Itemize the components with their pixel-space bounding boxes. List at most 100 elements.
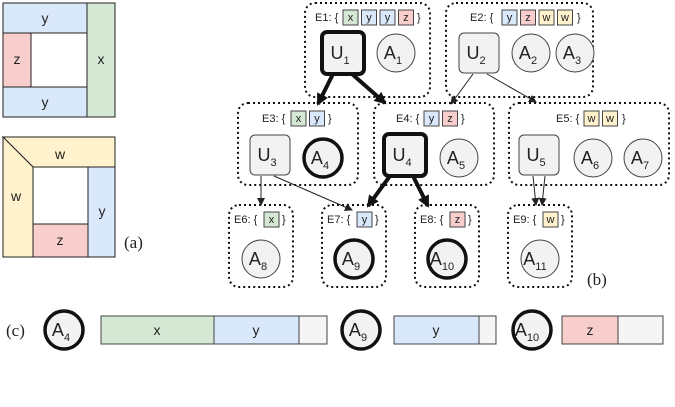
group-e1-title: E1: { xyxy=(315,12,339,24)
memory-cell-x xyxy=(100,315,215,345)
tag-x-chip xyxy=(342,9,359,26)
memory-row-a10-letter: A10 xyxy=(515,320,539,344)
panel-a: y x z y w w y z (a) xyxy=(1,2,143,258)
edge-u2-e4 xyxy=(450,73,474,105)
tag-x-label: x xyxy=(348,12,354,24)
node-a9: A9 xyxy=(333,238,375,280)
tag-x-chip xyxy=(263,211,280,228)
node-a6-circle xyxy=(573,138,613,178)
group-e7-close: } xyxy=(375,214,379,226)
group-e3-close: } xyxy=(328,113,332,125)
node-a10-letter: A10 xyxy=(430,249,454,273)
tag-w-chip xyxy=(583,110,600,127)
tag-y-label: y xyxy=(362,214,368,226)
group-e3-border xyxy=(237,102,359,186)
node-u1: U1 xyxy=(320,30,366,76)
edge-u5-e9-a xyxy=(531,175,540,206)
group-e4-close: } xyxy=(461,113,465,125)
group-e5-border xyxy=(508,102,670,186)
region-top xyxy=(2,2,88,34)
memory-row-a4-letter: A4 xyxy=(52,320,70,344)
node-a8-circle xyxy=(241,239,281,279)
node-a7-letter: A7 xyxy=(631,148,649,172)
node-a2-letter: A2 xyxy=(519,43,537,67)
tag-y-chip xyxy=(379,9,396,26)
memory-cell-empty xyxy=(478,315,497,345)
node-u5: U5 xyxy=(518,134,560,176)
group-e7-border xyxy=(321,204,387,288)
tag-y-chip xyxy=(423,110,440,127)
tag-y-label: y xyxy=(366,12,372,24)
node-a5-letter: A5 xyxy=(447,148,465,172)
region-center xyxy=(32,166,89,225)
node-u4: U4 xyxy=(382,132,428,178)
group-e7: E7: { y } xyxy=(321,204,387,288)
node-u3-box xyxy=(249,134,291,176)
group-e2-title: E2: { xyxy=(470,12,494,24)
group-e5-title: E5: { xyxy=(556,113,580,125)
tag-x-label: x xyxy=(296,113,302,125)
tag-w-label: w xyxy=(542,12,551,24)
node-a9-circle xyxy=(333,238,375,280)
tag-y-label: y xyxy=(507,12,513,24)
tag-w-label: w xyxy=(546,214,555,226)
group-e9-close: } xyxy=(561,214,565,226)
node-a8: A8 xyxy=(241,239,281,279)
tag-x-chip xyxy=(290,110,307,127)
node-a11-circle xyxy=(520,239,560,279)
panel-a-label: (a) xyxy=(124,233,143,252)
memory-cell-y xyxy=(393,315,480,345)
memory-row-a9-circle xyxy=(340,309,382,351)
node-a5-circle xyxy=(439,138,479,178)
node-u2: U2 xyxy=(458,32,500,74)
tag-z-chip xyxy=(398,9,414,26)
node-a7: A7 xyxy=(623,138,663,178)
memory-cell-empty xyxy=(617,315,664,345)
group-e1-close: } xyxy=(417,12,421,24)
node-a9-letter: A9 xyxy=(342,249,360,273)
node-a1-circle xyxy=(376,33,416,73)
region-left-label: z xyxy=(14,51,21,67)
memory-row-a4-circle xyxy=(43,309,85,351)
tag-w-chip xyxy=(602,110,618,127)
region-right-label: x xyxy=(98,51,105,67)
memory-row-a10: A10 z xyxy=(511,309,664,351)
node-a1: A1 xyxy=(376,33,416,73)
panel-b-label: (b) xyxy=(587,270,607,289)
node-u3-letter: U3 xyxy=(257,145,276,169)
node-a1-letter: A1 xyxy=(384,43,402,67)
memory-cell-x-label: x xyxy=(154,322,161,338)
tag-w-chip xyxy=(538,9,555,26)
group-e8-title: E8: { xyxy=(420,214,444,226)
tag-w-label: w xyxy=(587,113,596,125)
memory-cell-z-label: z xyxy=(587,322,594,338)
region-top-label: y xyxy=(42,10,49,26)
node-a3-letter: A3 xyxy=(563,43,581,67)
group-e6-title: E6: { xyxy=(234,214,258,226)
memory-row-a9-letter: A9 xyxy=(349,320,367,344)
node-a3-circle xyxy=(555,33,595,73)
group-e8-border xyxy=(414,204,480,288)
node-u5-letter: U5 xyxy=(526,145,545,169)
region-right xyxy=(87,166,116,258)
tag-z-label: z xyxy=(455,214,461,226)
region-bottom-label: y xyxy=(42,94,49,110)
tag-z-chip xyxy=(520,9,536,26)
tag-y-chip xyxy=(309,110,325,127)
layout-box-bottom: w w y z xyxy=(1,135,116,258)
tag-y-chip xyxy=(356,211,373,228)
tag-y-chip xyxy=(361,9,377,26)
node-a7-circle xyxy=(623,138,663,178)
edge-u3-e7 xyxy=(273,175,353,211)
edge-u4-e8 xyxy=(411,175,430,208)
node-u1-box xyxy=(320,30,366,76)
tag-w-chip xyxy=(542,211,559,228)
